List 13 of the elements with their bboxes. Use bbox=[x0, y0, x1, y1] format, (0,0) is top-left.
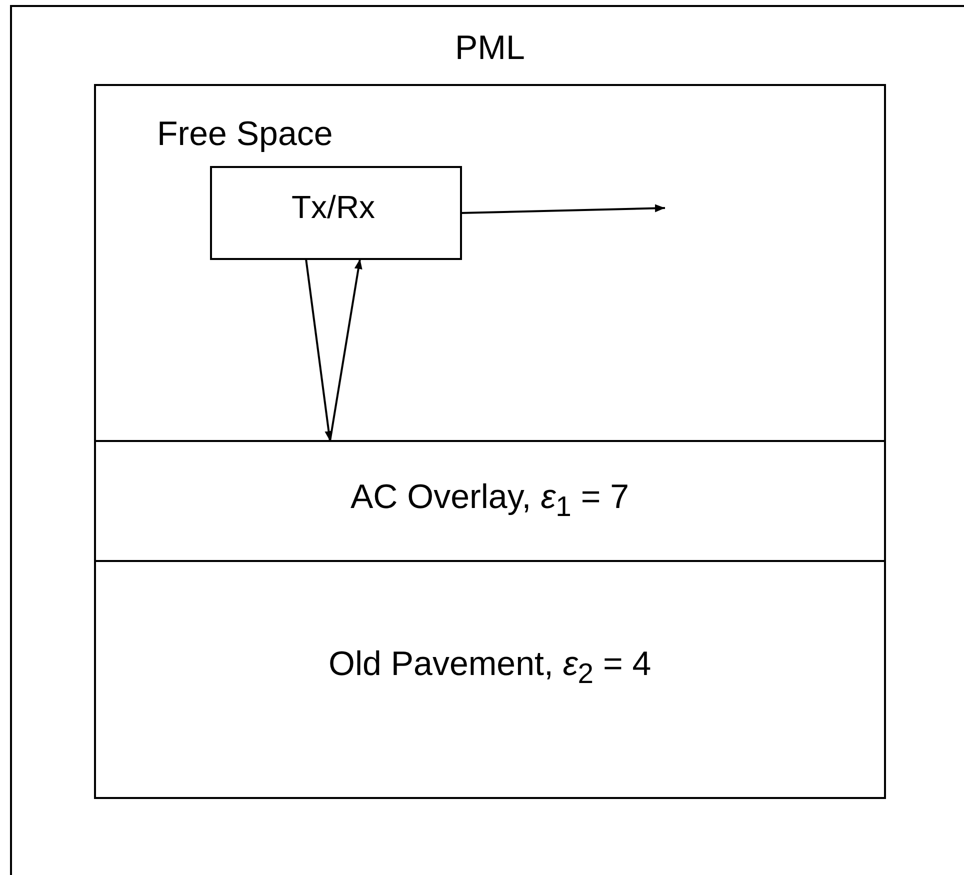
layer-label: Tx/Rx bbox=[292, 188, 376, 226]
arrow bbox=[460, 204, 666, 214]
layer-region bbox=[94, 440, 886, 562]
boundary-box bbox=[10, 5, 964, 875]
layer-region bbox=[94, 560, 886, 799]
arrow bbox=[329, 258, 362, 442]
region-label: Free Space bbox=[157, 115, 333, 154]
arrow bbox=[305, 258, 333, 442]
layer-region bbox=[94, 84, 886, 442]
layer-label: Old Pavement, ε$_{2}$ = 4 bbox=[328, 644, 652, 690]
layer-label: AC Overlay, ε$_{1}$ = 7 bbox=[350, 478, 630, 524]
device-box bbox=[210, 166, 462, 260]
region-label: PML bbox=[455, 29, 525, 68]
